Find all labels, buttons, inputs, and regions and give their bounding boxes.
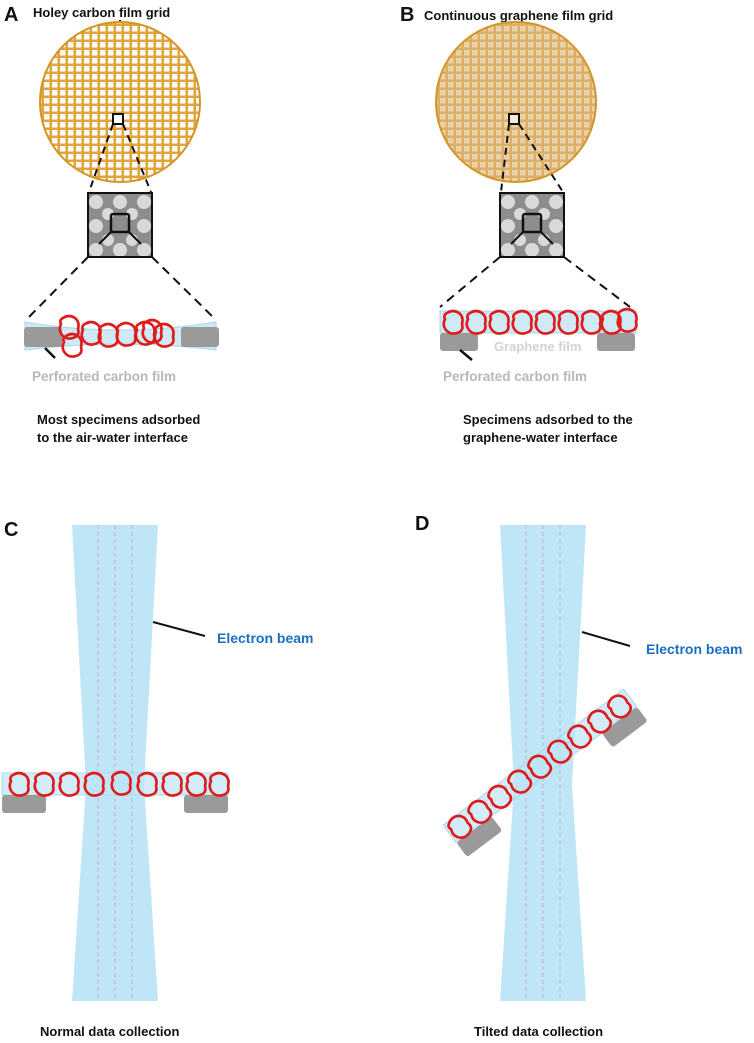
- zoom-line-b2-left: [439, 256, 501, 308]
- cross-section-a: [24, 314, 219, 359]
- panel-d-caption: Tilted data collection: [474, 1024, 603, 1039]
- zoom-box-b: [508, 113, 520, 125]
- panel-d-beam-label: Electron beam: [646, 641, 742, 657]
- beam-pointer-d: [581, 631, 631, 647]
- panel-a-caption-2: to the air-water interface: [37, 430, 188, 445]
- beam-pointer-c: [152, 621, 206, 637]
- electron-beam-c: [72, 525, 158, 1001]
- panel-a-title: Holey carbon film grid: [33, 5, 170, 20]
- panel-b-caption-2: graphene-water interface: [463, 430, 618, 445]
- hole-pattern-zoom-a: [87, 192, 153, 258]
- cross-section-b: [439, 307, 638, 361]
- zoom-box-a: [112, 113, 124, 125]
- zoom-line-a-left: [88, 123, 114, 193]
- panel-c-caption: Normal data collection: [40, 1024, 179, 1039]
- panel-c-beam-label: Electron beam: [217, 630, 313, 646]
- panel-b-letter: B: [400, 4, 414, 26]
- zoom-line-a2-left: [27, 256, 89, 319]
- panel-a-letter: A: [4, 4, 18, 26]
- panel-d-letter: D: [415, 513, 429, 535]
- panel-b-graphene-label: Graphene film: [494, 339, 581, 354]
- zoom-line-a-right: [122, 123, 152, 193]
- holey-carbon-grid: [39, 21, 201, 183]
- panel-a-film-label: Perforated carbon film: [32, 369, 176, 384]
- zoom-line-a2-right: [151, 256, 215, 319]
- panel-a-caption-1: Most specimens adsorbed: [37, 412, 200, 427]
- specimen-layer-c: [1, 770, 230, 813]
- specimen-layer-d: [442, 688, 647, 856]
- panel-b-caption-1: Specimens adsorbed to the: [463, 412, 633, 427]
- panel-b-film-label: Perforated carbon film: [443, 369, 587, 384]
- zoom-line-b-right: [518, 123, 564, 193]
- graphene-grid: [435, 21, 597, 183]
- zoom-line-b2-right: [563, 256, 631, 308]
- panel-b-title: Continuous graphene film grid: [424, 8, 613, 23]
- panel-c-letter: C: [4, 519, 18, 541]
- hole-pattern-zoom-b: [499, 192, 565, 258]
